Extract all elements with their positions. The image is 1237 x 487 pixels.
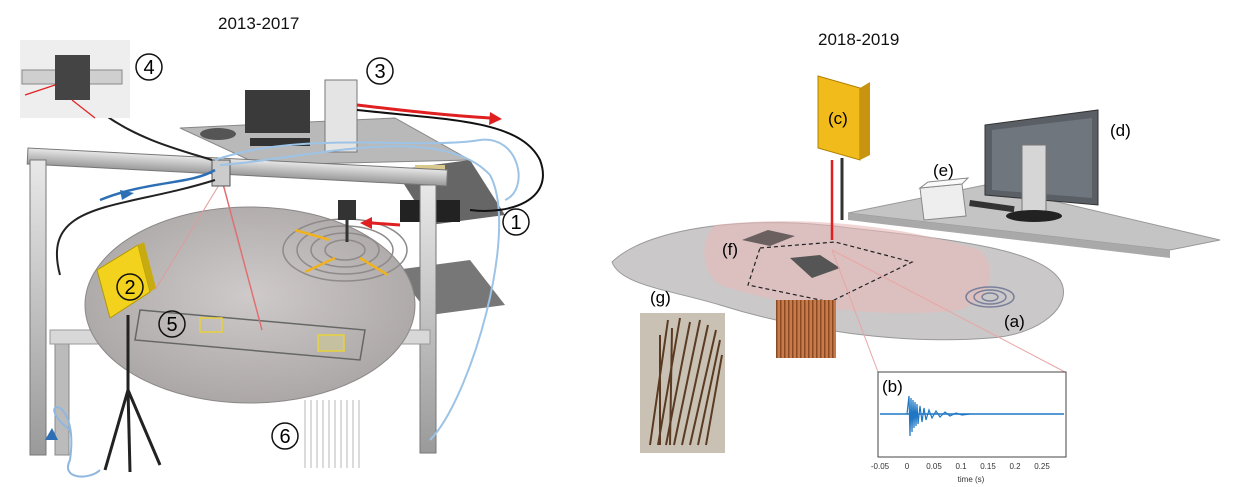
- ripples-a: [965, 286, 1015, 308]
- laser-beam-left-2: [154, 179, 223, 291]
- zoom-line-1: [831, 249, 879, 373]
- rods-under-plate: [304, 400, 360, 468]
- left-period-label: 2013-2017: [218, 14, 300, 33]
- right-setup: -0.05 0 0.05 0.1 0.15 0.2 0.25 time (s) …: [611, 75, 1221, 484]
- label-g: (g): [650, 288, 671, 307]
- dashed-region: [747, 241, 914, 303]
- blue-arrow-head-2: [45, 428, 58, 440]
- red-arrow-top: [356, 103, 491, 120]
- label-a: (a): [1004, 312, 1025, 331]
- right-period-label: 2018-2019: [818, 30, 900, 49]
- transducer: [338, 200, 356, 220]
- cables: [53, 109, 544, 478]
- wave-arrows: [294, 228, 389, 277]
- tripod-leg-3: [126, 389, 132, 473]
- label-f: (f): [722, 240, 738, 259]
- patch-center: [790, 255, 840, 278]
- signal-x-ticks: -0.05 0 0.05 0.1 0.15 0.2 0.25: [871, 462, 1050, 471]
- inset-laser-ray: [24, 84, 56, 96]
- plate: [84, 206, 416, 404]
- marker-6: 6: [271, 422, 299, 450]
- gantry-right-post: [419, 184, 437, 454]
- tripod-leg-2: [126, 389, 162, 466]
- box-e: [919, 183, 967, 221]
- svg-text:1: 1: [510, 212, 521, 234]
- monitor-left: [245, 90, 310, 133]
- zoom-line-2: [831, 249, 1066, 373]
- svg-text:-0.05: -0.05: [871, 462, 890, 471]
- svg-text:6: 6: [279, 426, 290, 448]
- left-setup: 1 2 3 4 5 6: [20, 40, 544, 478]
- inset-laser-ray-2: [71, 99, 96, 119]
- keyboard-left: [250, 138, 310, 146]
- metasurface-strip: [134, 309, 366, 361]
- svg-text:4: 4: [143, 57, 154, 79]
- inset-mount: [55, 55, 90, 100]
- label-e: (e): [933, 161, 954, 180]
- keyboard-right: [969, 199, 1015, 213]
- svg-text:0: 0: [905, 462, 910, 471]
- signal-burst: [906, 395, 971, 437]
- label-b: (b): [882, 377, 903, 396]
- svg-text:0.15: 0.15: [980, 462, 996, 471]
- frame-left-leg: [54, 339, 70, 456]
- rod-cluster: [776, 300, 836, 358]
- svg-text:5: 5: [166, 314, 177, 336]
- svg-text:2: 2: [124, 277, 135, 299]
- tripod-leg-1: [103, 389, 130, 471]
- svg-text:0.25: 0.25: [1034, 462, 1050, 471]
- desk-right-front: [848, 213, 1170, 258]
- label-c: (c): [828, 109, 848, 128]
- monitor-base: [1006, 210, 1062, 222]
- gantry-top-beam: [26, 147, 448, 187]
- scan-area-1: [199, 317, 223, 333]
- red-arrow-mid: [371, 221, 401, 227]
- red-arrow-mid-head: [360, 217, 372, 229]
- marker-3: 3: [366, 57, 394, 85]
- svg-text:0.05: 0.05: [926, 462, 942, 471]
- signal-xlabel: time (s): [958, 475, 985, 484]
- box-e-top: [918, 177, 970, 189]
- svg-text:3: 3: [374, 61, 385, 83]
- red-arrow-top-head: [489, 112, 502, 125]
- scan-area-2: [317, 334, 345, 352]
- blue-arrow-head: [120, 190, 134, 200]
- vibrometer-c-side: [860, 82, 870, 160]
- gantry-left-post: [29, 159, 47, 456]
- marker-1: 1: [502, 208, 530, 236]
- svg-text:0.2: 0.2: [1009, 462, 1021, 471]
- monitor-stand: [1021, 144, 1047, 218]
- vibrometer-side-left: [138, 242, 156, 292]
- rod-photo-rods: [649, 317, 723, 446]
- marker-4: 4: [135, 53, 163, 81]
- svg-text:0.1: 0.1: [955, 462, 967, 471]
- marker-5: 5: [158, 310, 186, 338]
- label-d: (d): [1110, 121, 1131, 140]
- marker-2: 2: [116, 273, 144, 301]
- signal-plot: -0.05 0 0.05 0.1 0.15 0.2 0.25 time (s): [871, 371, 1067, 484]
- mousepad-left: [200, 128, 236, 140]
- pc-tower: [324, 79, 358, 153]
- laser-beam-left: [221, 179, 263, 331]
- patch-left: [742, 230, 795, 246]
